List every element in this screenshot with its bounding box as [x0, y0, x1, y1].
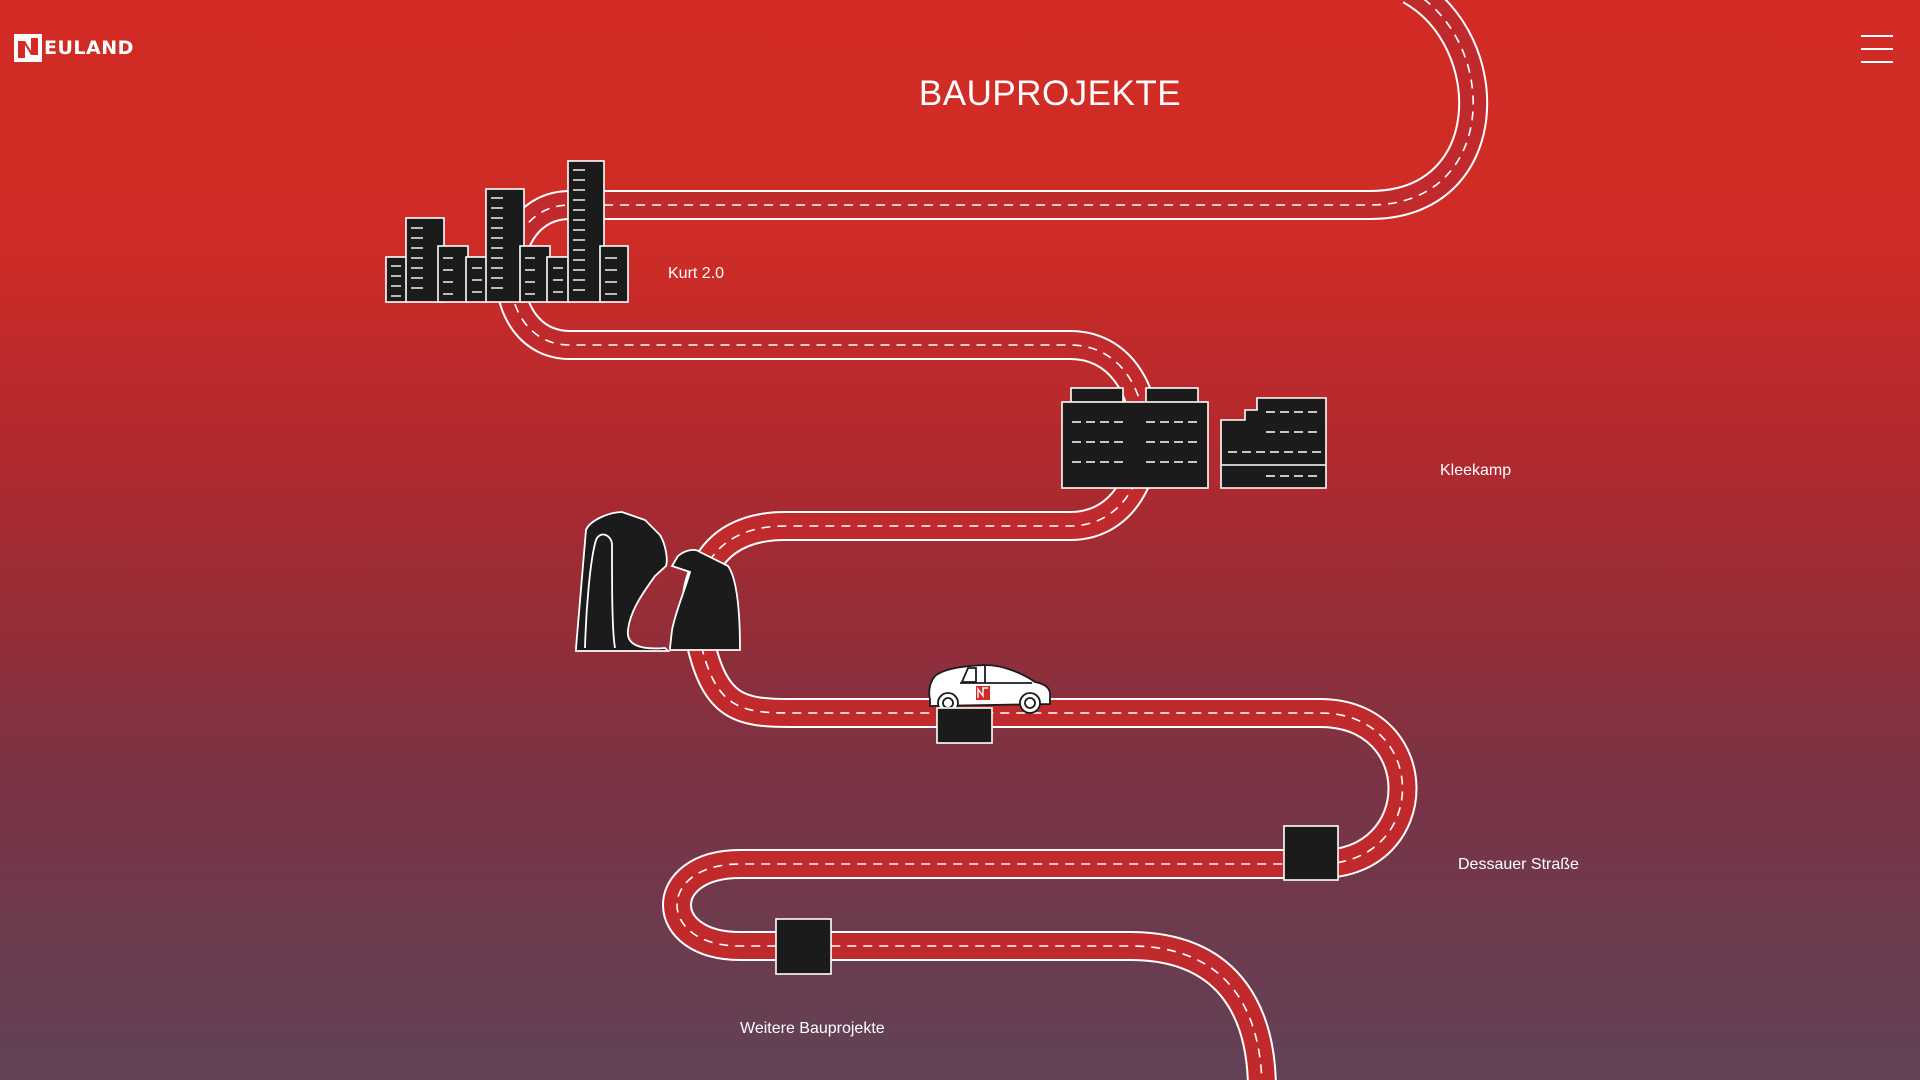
curved-buildings-icon[interactable] [575, 511, 741, 652]
hamburger-menu-icon[interactable] [1856, 32, 1896, 66]
neuland-logo-icon [14, 34, 42, 62]
project-link-kleekamp[interactable]: Kleekamp [1440, 462, 1512, 479]
project-link-dessauer-strasse[interactable]: Dessauer Straße [1458, 856, 1579, 873]
building-square-icon[interactable] [1283, 825, 1339, 881]
building-square-icon[interactable] [775, 918, 832, 975]
city-skyline-icon[interactable] [385, 160, 629, 303]
office-buildings-icon[interactable] [1061, 387, 1327, 489]
project-link-kurt-2-0[interactable]: Kurt 2.0 [668, 265, 725, 282]
neuland-logo[interactable]: EULAND [13, 32, 134, 64]
road-marker-block [936, 707, 993, 744]
car-icon[interactable] [928, 664, 1051, 714]
project-link-weitere-bauprojekte[interactable]: Weitere Bauprojekte [740, 1020, 885, 1037]
brand-name: EULAND [44, 37, 134, 59]
page-title: BAUPROJEKTE [918, 74, 1182, 113]
